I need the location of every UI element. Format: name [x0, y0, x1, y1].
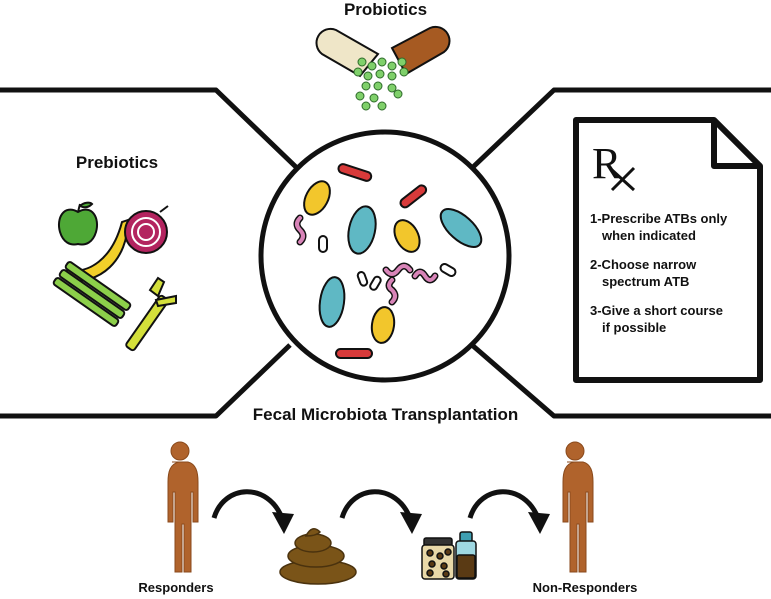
arrowheads — [272, 512, 550, 534]
prescription-item-line: 3-Give a short course — [590, 303, 723, 318]
frame-lines — [0, 87, 771, 419]
pellet — [377, 101, 387, 111]
pellet — [399, 67, 409, 77]
leek-icon — [125, 276, 177, 352]
prescription-sheet: R — [573, 117, 763, 383]
bacterium-white-rod — [439, 263, 457, 277]
fmt-title: Fecal Microbiota Transplantation — [252, 405, 519, 424]
frame-line-top-right — [470, 87, 771, 170]
pellet — [387, 71, 397, 81]
bacterium-spiral — [384, 264, 412, 276]
bacterium-teal — [439, 208, 483, 248]
prescription-item-line: spectrum ATB — [602, 274, 690, 289]
human-figure-nonresponder — [562, 441, 594, 573]
pellet — [353, 67, 363, 77]
bacterium-yellow — [303, 180, 331, 216]
pellet — [363, 71, 373, 81]
frame-line-top-left — [0, 87, 299, 170]
capsule-jar-icon — [421, 537, 455, 580]
bacterium-yellow — [370, 306, 396, 344]
probiotics-title: Probiotics — [343, 0, 428, 19]
stool-icon — [279, 528, 357, 585]
arrowhead-icon — [272, 512, 294, 534]
bacterium-white-rod — [318, 235, 328, 253]
bacterium-yellow — [393, 219, 421, 253]
page-fold-icon — [711, 120, 760, 169]
pellet — [375, 69, 385, 79]
bacterium-spiral — [295, 216, 305, 244]
capsule-right-half — [390, 25, 451, 76]
pellet — [369, 93, 379, 103]
bacterium-spiral — [387, 278, 397, 304]
pellet — [357, 57, 367, 67]
pellet — [367, 61, 377, 71]
probiotic-pellets — [353, 57, 409, 111]
prescription-item-line: if possible — [602, 320, 667, 335]
pellet — [377, 57, 387, 67]
prescription-item-line: 2-Choose narrow — [590, 257, 697, 272]
apple-icon — [58, 201, 98, 246]
bacterium-red-rod — [335, 348, 373, 359]
bacterium-teal — [318, 276, 346, 328]
probiotic-capsule-icon — [315, 25, 451, 78]
arrowhead-icon — [528, 512, 550, 534]
pellet — [393, 89, 403, 99]
asparagus-icon — [52, 261, 132, 327]
pellet — [361, 101, 371, 111]
bacterium-white-rod — [356, 271, 369, 287]
rx-symbol: R — [592, 139, 622, 188]
pellet — [387, 83, 397, 93]
prescription-item: 3-Give a short course if possible — [590, 302, 760, 336]
pellet — [355, 91, 365, 101]
human-figure-responder — [167, 441, 199, 573]
bacterium-red-rod — [399, 184, 428, 209]
responders-label: Responders — [138, 580, 214, 595]
curved-arrow-icon — [467, 489, 541, 520]
prebiotics-title: Prebiotics — [75, 153, 159, 172]
bacterium-red-rod — [337, 163, 373, 182]
prescription-item-line: when indicated — [602, 228, 696, 243]
curved-arrow-icon — [339, 489, 413, 520]
onion-icon — [124, 205, 169, 254]
frame-line-bottom-left — [0, 343, 292, 419]
bacteria-cluster — [303, 163, 483, 359]
curved-arrow-icon — [211, 489, 285, 520]
prebiotic-foods — [52, 201, 177, 352]
pellet — [397, 57, 407, 67]
prescription-list: 1-Prescribe ATBs only when indicated 2-C… — [590, 210, 760, 348]
bacterium-teal — [347, 205, 377, 255]
prescription-item: 1-Prescribe ATBs only when indicated — [590, 210, 760, 244]
arrowhead-icon — [400, 512, 422, 534]
bacterium-white-rod — [369, 275, 382, 291]
prescription-paper — [573, 117, 763, 383]
prescription-item-line: 1-Prescribe ATBs only — [590, 211, 728, 226]
sample-bottle-icon — [455, 531, 477, 580]
frame-line-bottom-right — [470, 343, 771, 419]
arrows — [211, 489, 541, 520]
bacteria-spirilla — [293, 214, 439, 306]
pellet — [373, 81, 383, 91]
pellet — [361, 81, 371, 91]
prescription-item: 2-Choose narrow spectrum ATB — [590, 256, 760, 290]
pellet — [387, 61, 397, 71]
non-responders-label: Non-Responders — [532, 580, 638, 595]
rx-symbol-tail — [610, 166, 636, 192]
bacterium-spiral — [413, 270, 437, 282]
